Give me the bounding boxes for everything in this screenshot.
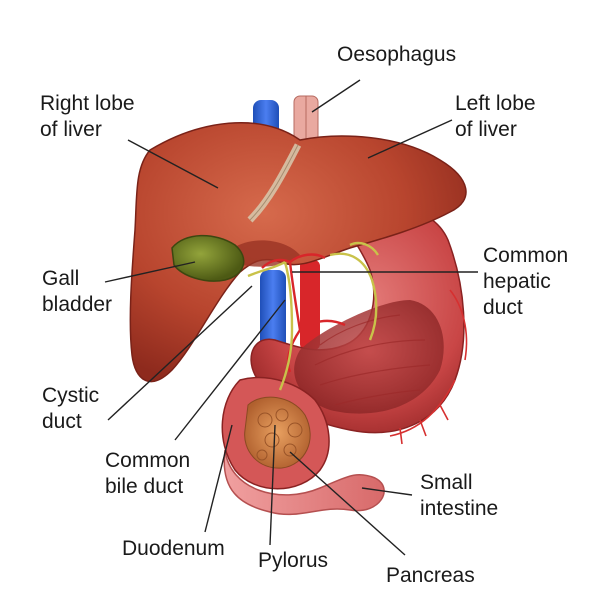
label-small-intestine-line2: intestine [420,497,499,520]
label-pylorus: Pylorus [258,548,328,574]
label-duodenum: Duodenum [122,536,225,562]
label-right-lobe-line1: Right lobe [40,92,135,115]
label-common-hepatic-duct-line1: Common [483,244,569,267]
label-duodenum-line1: Duodenum [122,537,225,560]
label-oesophagus: Oesophagus [337,42,456,68]
leader-common-bile-duct [174,299,286,441]
label-left-lobe-of-liver: Left lobe of liver [455,91,536,143]
label-cystic-duct-line1: Cystic [42,384,100,407]
label-small-intestine-line1: Small [420,471,473,494]
label-cystic-duct-line2: duct [42,410,82,433]
leader-duodenum [204,424,233,533]
label-common-hepatic-duct: Common hepatic duct [483,243,568,321]
label-cystic-duct: Cystic duct [42,383,99,435]
label-small-intestine: Small intestine [420,470,498,522]
label-gall-bladder-line2: bladder [42,293,113,316]
leader-pylorus [269,424,276,546]
label-right-lobe-of-liver: Right lobe of liver [40,91,135,143]
gall-bladder-organ [171,234,245,282]
label-right-lobe-line2: of liver [40,118,102,141]
leader-left-lobe [367,119,453,159]
leader-oesophagus [311,79,361,113]
leader-cystic-duct [107,285,253,421]
label-common-hepatic-duct-line2: hepatic [483,270,551,293]
leader-small-intestine [361,487,413,496]
label-pancreas-line1: Pancreas [386,564,475,587]
label-pylorus-line1: Pylorus [258,549,329,572]
label-pancreas: Pancreas [386,563,475,589]
label-gall-bladder-line1: Gall [42,267,80,290]
leader-right-lobe [127,139,219,189]
leader-gall-bladder [104,261,196,283]
leader-pancreas [289,451,406,556]
hepatic-vessels [247,241,380,391]
leader-lines [104,79,478,556]
label-oesophagus-line1: Oesophagus [337,43,457,66]
label-common-hepatic-duct-line3: duct [483,296,523,319]
label-gall-bladder: Gall bladder [42,266,112,318]
label-common-bile-duct-line2: bile duct [105,475,184,498]
aorta [300,260,320,350]
label-common-bile-duct-line1: Common [105,449,191,472]
stomach [250,209,468,445]
label-left-lobe-line1: Left lobe [455,92,536,115]
label-left-lobe-line2: of liver [455,118,517,141]
pancreas [244,396,311,469]
label-common-bile-duct: Common bile duct [105,448,190,500]
liver [129,122,467,383]
